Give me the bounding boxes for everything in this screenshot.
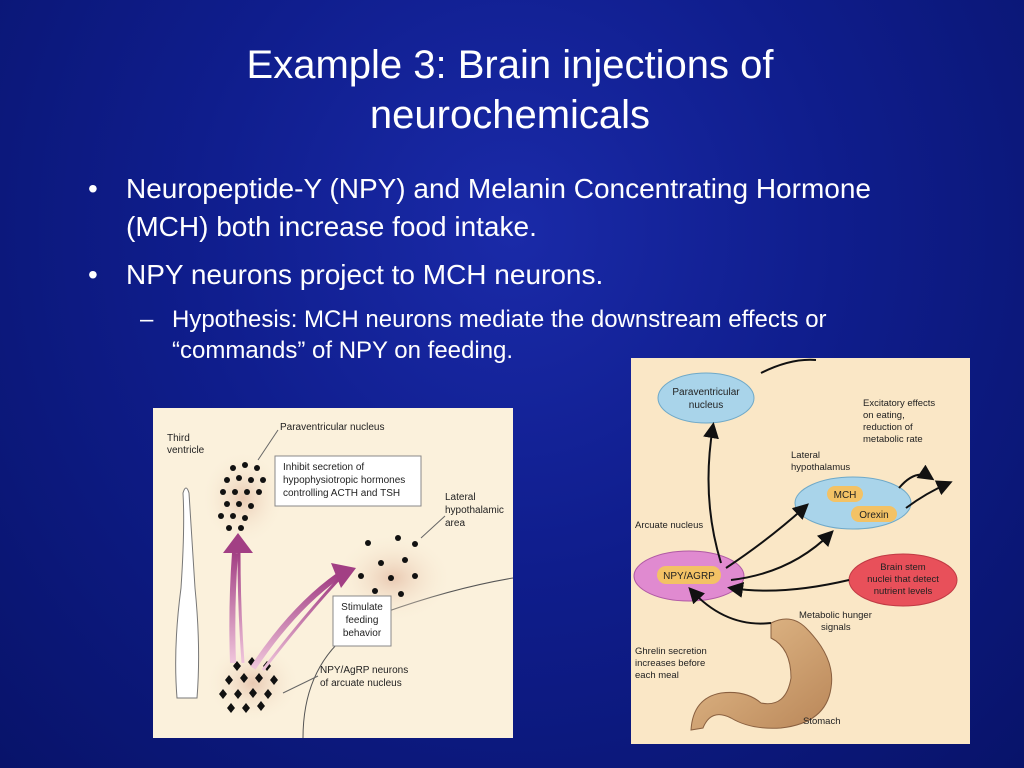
pvn-neurons (218, 462, 266, 531)
right-excit-2: on eating, (863, 410, 905, 421)
arcuate-glow (205, 643, 301, 723)
right-lateral-1: Lateral (791, 450, 820, 461)
stimulate-line-3: behavior (343, 628, 382, 639)
arrow-diag-head (331, 563, 356, 588)
sub-bullet-text-1: Hypothesis: MCH neurons mediate the down… (172, 306, 827, 364)
right-ghrelin-2: increases before (635, 658, 705, 669)
right-ghrelin-3: each meal (635, 670, 679, 681)
figure-right-svg: Paraventricular nucleus MCH Orexin NPY/A… (633, 358, 958, 731)
projection-arrows (223, 533, 356, 671)
slide-title: Example 3: Brain injections of neurochem… (150, 40, 870, 140)
pathway-arrows (688, 358, 953, 625)
bullet-icon: • (88, 173, 98, 204)
right-lateral-2: hypothalamus (791, 462, 850, 473)
label-lha-1: Lateral (445, 492, 476, 503)
right-orexin: Orexin (859, 510, 888, 521)
bullet-text-2: NPY neurons project to MCH neurons. (126, 259, 604, 290)
inhibit-box (274, 455, 422, 507)
right-stomach: Stomach (803, 716, 841, 727)
label-third-ventricle-2: ventricle (167, 445, 205, 456)
mch-pill (827, 486, 863, 502)
stomach-illustration (690, 618, 833, 731)
stimulate-line-2: feeding (346, 615, 379, 626)
bullet-list: • Neuropeptide-Y (NPY) and Melanin Conce… (88, 170, 918, 366)
label-lha-3: area (445, 518, 465, 529)
bullet-item-2: • NPY neurons project to MCH neurons. (88, 256, 918, 294)
right-pvn-1: Paraventricular (672, 387, 740, 398)
pvn-ellipse (657, 372, 755, 424)
lha-neurons (358, 535, 418, 597)
sub-bullet-item-1: – Hypothesis: MCH neurons mediate the do… (88, 304, 918, 366)
right-pvn-2: nucleus (689, 400, 723, 411)
figure-left-svg: Third ventricle (167, 422, 514, 739)
bullet-item-1: • Neuropeptide-Y (NPY) and Melanin Conce… (88, 170, 918, 246)
right-brainstem-3: nutrient levels (874, 586, 933, 597)
npy-agrp-pill (657, 566, 721, 584)
dash-icon: – (140, 306, 154, 333)
right-metab-2: signals (821, 622, 851, 633)
right-arcuate: Arcuate nucleus (635, 520, 703, 531)
third-ventricle-shape (175, 487, 200, 699)
title-line-1: Example 3: Brain injections of (246, 43, 774, 87)
arrow-up-head (223, 533, 253, 553)
right-npyagrp: NPY/AGRP (663, 571, 715, 582)
inhibit-line-3: controlling ACTH and TSH (283, 488, 400, 499)
bullet-text-1: Neuropeptide-Y (NPY) and Melanin Concent… (126, 173, 871, 242)
stimulate-line-1: Stimulate (341, 602, 383, 613)
right-excit-4: metabolic rate (863, 434, 923, 445)
right-metab-1: Metabolic hunger (799, 610, 872, 621)
right-excit-1: Excitatory effects (863, 398, 935, 409)
right-ghrelin-1: Ghrelin secretion (635, 646, 707, 657)
lateral-hypothalamus-ellipse (794, 476, 912, 530)
figure-feeding-pathway-diagram: Paraventricular nucleus MCH Orexin NPY/A… (631, 358, 970, 744)
label-lha-2: hypothalamic (445, 505, 504, 516)
orexin-pill (851, 506, 897, 522)
bullet-icon: • (88, 259, 98, 290)
label-npy-2: of arcuate nucleus (320, 678, 402, 689)
right-mch: MCH (834, 490, 857, 501)
label-pvn: Paraventricular nucleus (280, 422, 385, 433)
stimulate-box (332, 595, 392, 647)
right-brainstem-2: nuclei that detect (867, 574, 939, 585)
label-third-ventricle-1: Third (167, 433, 190, 444)
right-brainstem-1: Brain stem (880, 562, 925, 573)
inhibit-line-1: Inhibit secretion of (283, 462, 364, 473)
label-npy-1: NPY/AgRP neurons (320, 665, 408, 676)
right-excit-3: reduction of (863, 422, 913, 433)
figure-hypothalamus-diagram: Third ventricle (153, 408, 514, 739)
pvn-glow (201, 450, 285, 546)
inhibit-line-2: hypophysiotropic hormones (283, 475, 405, 486)
title-line-2: neurochemicals (369, 93, 651, 137)
